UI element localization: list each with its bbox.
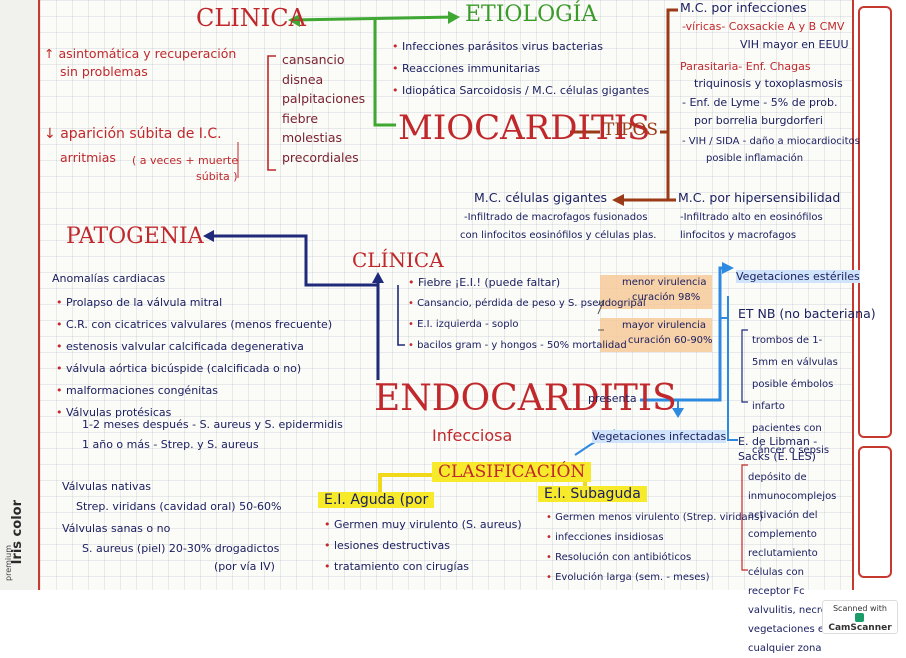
subaguda-item: • Germen menos virulento (Strep. viridan…	[546, 512, 764, 523]
protesicas-1: 1-2 meses después - S. aureus y S. epide…	[82, 418, 343, 431]
sintoma-item: palpitaciones	[282, 91, 366, 106]
subita-text: súbita )	[196, 170, 238, 183]
presenta-label: presenta	[588, 392, 637, 405]
subaguda-list: • Germen menos virulento (Strep. viridan…	[546, 508, 763, 588]
etiologia-item: • Idiopática Sarcoidosis / M.C. células …	[392, 84, 650, 97]
mayor-virulencia: mayor virulencia	[622, 320, 707, 331]
sintoma-item: disnea	[282, 71, 324, 87]
subaguda-title: E.I. Subaguda	[538, 486, 647, 502]
menor-virulencia: menor virulencia	[622, 277, 707, 288]
sanas-1: S. aureus (piel) 20-30% drogadictos	[82, 542, 280, 555]
hipersensibilidad-l2: linfocitos y macrofagos	[680, 230, 797, 241]
anomalias-text: Anomalías cardiacas	[52, 272, 166, 285]
camscanner-logo-icon	[854, 613, 864, 622]
clinica-sintomas-list: cansancio disnea palpitaciones fiebre mo…	[282, 50, 372, 167]
page-tab-bottom	[858, 446, 892, 578]
connector-lines	[203, 8, 748, 571]
aguda-item: • lesiones destructivas	[324, 539, 450, 552]
sanas-2: (por vía IV)	[214, 560, 275, 573]
patogenia-list: • Prolapso de la válvula mitral • C.R. c…	[56, 292, 332, 424]
parasitaria-text: Parasitaria- Enf. Chagas	[680, 60, 811, 73]
libman-item: activación del complemento	[748, 510, 818, 540]
etnb-title: ET NB (no bacteriana)	[738, 306, 876, 321]
menor-curacion: curación 98%	[632, 292, 701, 303]
sintoma-item: precordiales	[282, 149, 359, 165]
patogenia-item: • Prolapso de la válvula mitral	[56, 296, 223, 309]
infecciones-title: M.C. por infecciones	[680, 0, 807, 15]
clinica-item: • E.I. izquierda - soplo	[408, 319, 519, 330]
etiologia-list: • Infecciones parásitos virus bacterias …	[392, 36, 649, 102]
tipos-label: TIPOS	[603, 120, 659, 140]
sintoma-item: molestias	[282, 130, 343, 145]
mayor-curacion: curación 60-90%	[628, 335, 713, 346]
clinica-item: • Cansancio, pérdida de peso y S. pseudo…	[408, 298, 646, 309]
libman-item: reclutamiento células con receptor Fc	[748, 548, 818, 597]
page-tab-top	[858, 6, 892, 438]
etnb-item: posible émbolos infarto	[752, 379, 834, 412]
aguda-list: • Germen muy virulento (S. aureus) • les…	[324, 514, 522, 577]
patogenia-item: • C.R. con cicatrices valvulares (menos …	[56, 318, 333, 331]
subaguda-item: • infecciones insidiosas	[546, 532, 664, 543]
endocarditis-clinica-title: CLÍNICA	[352, 248, 444, 272]
aguda-title: E.I. Aguda (por	[318, 492, 435, 508]
arritmias-text: arritmias	[60, 150, 116, 165]
subaguda-item: • Evolución larga (sem. - meses)	[546, 572, 710, 583]
miocarditis-clinica-title: CLINICA	[196, 4, 306, 32]
watermark-line1: Scanned with	[832, 604, 888, 613]
patogenia-title: PATOGENIA	[66, 224, 204, 249]
etnb-item: pacientes con cáncer o sepsis	[752, 423, 830, 456]
lyme-text: - Enf. de Lyme - 5% de prob.	[682, 96, 838, 109]
hipersensibilidad-l1: -Infiltrado alto en eosinófilos	[680, 212, 823, 223]
libman-title: E. de Libman - Sacks (E. LES)	[738, 435, 818, 463]
libman-item: depósito de inmunocomplejos	[748, 472, 837, 502]
muerte-text: ( a veces + muerte	[132, 154, 239, 167]
nativas-title: Válvulas nativas	[62, 480, 152, 493]
libman-item: valvulitis, necrosis	[748, 605, 841, 616]
patogenia-item: • estenosis valvular calcificada degener…	[56, 340, 304, 353]
clasificacion-title: CLASIFICACIÓN	[432, 462, 592, 482]
aguda-item: • tratamiento con cirugías	[324, 560, 470, 573]
sintoma-item: cansancio	[282, 52, 345, 67]
sanas-title: Válvulas sanas o no	[62, 522, 171, 535]
protesicas-2: 1 año o más - Strep. y S. aureus	[82, 438, 259, 451]
vih-text: - VIH / SIDA - daño a miocardiocitos	[682, 136, 860, 147]
viricas-text: -víricas- Coxsackie A y B CMV	[682, 20, 845, 33]
watermark-line2: CamScanner	[823, 613, 897, 633]
endocarditis-title: ENDOCARDITIS	[374, 378, 677, 419]
subaguda-item: • Resolución con antibióticos	[546, 552, 692, 563]
nativas-1: Strep. viridans (cavidad oral) 50-60%	[76, 500, 282, 513]
clinica-item: • Fiebre ¡E.I.! (puede faltar)	[408, 276, 561, 289]
asintomatica-text-2: sin problemas	[60, 64, 148, 79]
vegetaciones-infectadas: Vegetaciones infectadas	[592, 430, 727, 443]
notebook-binding-strip: Iris color premium	[0, 0, 38, 590]
hipersensibilidad-title: M.C. por hipersensibilidad	[678, 190, 841, 205]
camscanner-watermark: Scanned with CamScanner	[822, 600, 898, 634]
celulas-gigantes-l2: con linfocitos eosinófilos y células pla…	[460, 230, 657, 241]
miocarditis-title: MIOCARDITIS	[398, 108, 651, 148]
parasitaria-text-2: triquinosis y toxoplasmosis	[694, 77, 843, 90]
celulas-gigantes-title: M.C. células gigantes	[474, 190, 608, 205]
vih-text-2: posible inflamación	[706, 153, 804, 164]
aparicion-subita-text: ↓ aparición súbita de I.C.	[44, 126, 222, 142]
viricas-text-2: VIH mayor en EEUU	[740, 38, 849, 51]
vegetaciones-esteriles: Vegetaciones estériles	[736, 270, 860, 283]
etnb-item: trombos de 1-5mm en válvulas	[752, 335, 838, 368]
patogenia-item: • válvula aórtica bicúspide (calcificada…	[56, 362, 302, 375]
endocarditis-subtitle: Infecciosa	[432, 426, 513, 445]
aguda-item: • Germen muy virulento (S. aureus)	[324, 518, 522, 531]
etnb-list: trombos de 1-5mm en válvulas posible émb…	[752, 330, 844, 462]
etiologia-title: ETIOLOGÍA	[465, 2, 598, 27]
patogenia-item: • Válvulas protésicas	[56, 406, 172, 419]
clinica-item: • bacilos gram - y hongos - 50% mortalid…	[408, 340, 627, 351]
etiologia-item: • Infecciones parásitos virus bacterias	[392, 40, 603, 53]
celulas-gigantes-l1: -Infiltrado de macrofagos fusionados	[464, 212, 648, 223]
etiologia-item: • Reacciones immunitarias	[392, 62, 541, 75]
endocarditis-clinica-list: • Fiebre ¡E.I.! (puede faltar) • Cansanc…	[408, 272, 646, 356]
asintomatica-text: ↑ asintomática y recuperación	[44, 46, 237, 61]
lyme-text-2: por borrelia burgdorferi	[694, 114, 823, 127]
patogenia-item: • malformaciones congénitas	[56, 384, 219, 397]
notebook-page	[38, 0, 854, 590]
sintoma-item: fiebre	[282, 110, 319, 126]
